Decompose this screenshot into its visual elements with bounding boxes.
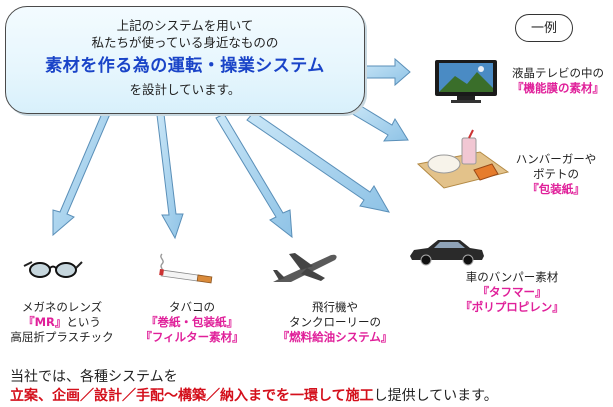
system-description-bubble: 上記のシステムを用いて 私たちが使っている身近なものの 素材を作る為の運転・操業… bbox=[5, 6, 365, 114]
arrow-to-plane bbox=[215, 113, 293, 239]
bubble-headline: 素材を作る為の運転・操業システム bbox=[45, 56, 325, 76]
arrow-to-burger bbox=[350, 102, 409, 142]
arrow-to-car bbox=[246, 111, 390, 213]
burger-label: ハンバーガーや ポテトの 『包装紙』 bbox=[515, 152, 597, 196]
plane-label: 飛行機や タンクローリーの 『燃料給油システム』 bbox=[277, 300, 393, 344]
footer-statement: 当社では、各種システムを 立案、企画／設計／手配～構築／納入までを一環して施工し… bbox=[10, 369, 498, 404]
car-label: 車のバンパー素材 『タフマー』 『ポリプロピレン』 bbox=[460, 270, 564, 314]
cigarette-icon bbox=[159, 253, 213, 284]
tv-label: 液晶テレビの中の 『機能膜の素材』 bbox=[512, 66, 604, 95]
burger-tray-icon bbox=[416, 129, 510, 189]
arrow-to-cigarette bbox=[156, 113, 184, 240]
bubble-line-2: 私たちが使っている身近なものの bbox=[91, 35, 279, 50]
lcd-tv-icon bbox=[435, 60, 497, 103]
bubble-line-1: 上記のシステムを用いて bbox=[116, 18, 254, 33]
airplane-icon bbox=[273, 253, 337, 282]
arrow-to-glasses bbox=[52, 110, 111, 237]
bubble-line-4: を設計しています。 bbox=[129, 82, 241, 97]
glasses-icon bbox=[23, 261, 83, 278]
cigarette-label: タバコの 『巻紙・包装紙』 『フィルター素材』 bbox=[140, 300, 244, 344]
glasses-label: メガネのレンズ 『MR』という 高屈折プラスチック bbox=[10, 300, 114, 344]
car-icon bbox=[410, 240, 484, 266]
arrow-to-tv bbox=[361, 57, 411, 87]
example-badge: 一例 bbox=[515, 14, 573, 42]
